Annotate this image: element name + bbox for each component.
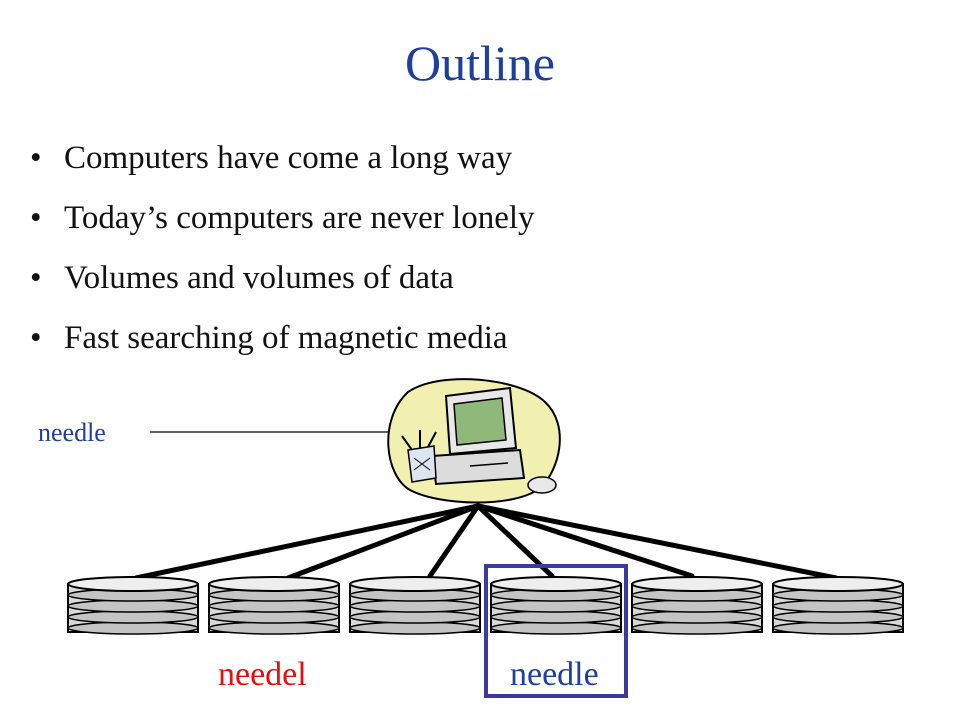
connection-lines — [133, 503, 839, 581]
connection-line — [427, 503, 481, 579]
bullet-list: • Computers have come a long way • Today’s… — [30, 128, 535, 368]
highlight-box — [484, 564, 628, 698]
disk-stack-icon — [349, 576, 481, 635]
bullet-text: Today’s computers are never lonely — [64, 200, 535, 236]
connection-line — [475, 503, 839, 581]
bullet-dot: • — [30, 260, 42, 296]
slide-title: Outline — [405, 35, 555, 91]
computer-search-label: needle — [38, 418, 106, 447]
bullet-item: • Today’s computers are never lonely — [30, 188, 535, 248]
computer-clipart-icon — [387, 378, 561, 504]
connection-line — [285, 503, 481, 581]
bullet-text: Computers have come a long way — [64, 140, 513, 176]
disk-stack-icon — [67, 576, 199, 635]
bullet-text: Volumes and volumes of data — [64, 260, 454, 296]
disk-stack-icon — [490, 576, 622, 635]
wrong-disk-label: needel — [218, 656, 307, 693]
disk-row — [67, 576, 904, 635]
bullet-item: • Volumes and volumes of data — [30, 248, 535, 308]
disk-stack-icon — [631, 576, 763, 635]
bullet-item: • Fast searching of magnetic media — [30, 308, 535, 368]
found-disk-label: needle — [510, 656, 599, 693]
disk-stack-icon — [208, 576, 340, 635]
bullet-dot: • — [30, 140, 42, 176]
bullet-text: Fast searching of magnetic media — [64, 320, 508, 356]
bullet-dot: • — [30, 200, 42, 236]
bullet-dot: • — [30, 320, 42, 356]
connection-line — [475, 503, 695, 579]
connection-line — [133, 503, 481, 581]
disk-stack-icon — [772, 576, 904, 635]
pencil-cup-icon — [401, 430, 437, 483]
bullet-item: • Computers have come a long way — [30, 128, 535, 188]
